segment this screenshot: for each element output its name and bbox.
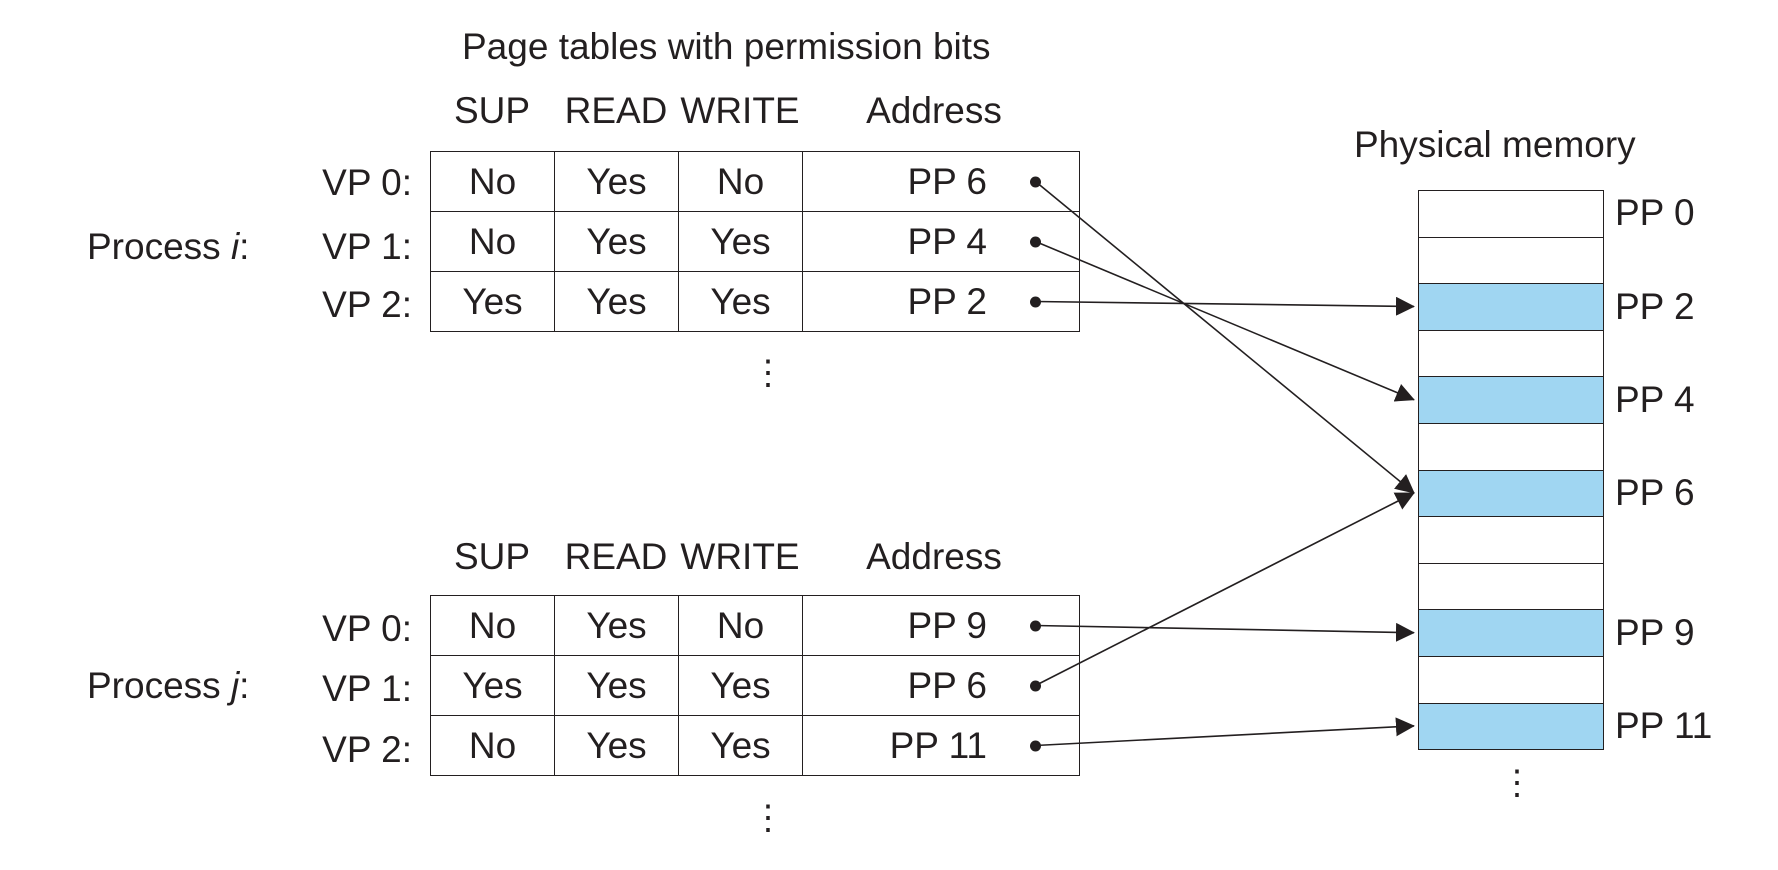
vp0-label: VP 0:: [322, 162, 412, 203]
vp2-label: VP 2:: [322, 729, 412, 770]
column-header-sup: SUP: [453, 90, 531, 131]
sup-cell: No: [430, 151, 555, 212]
column-header-sup: SUP: [453, 536, 531, 577]
mapping-arrow: [1035, 240, 1415, 402]
memory-slot: [1419, 238, 1603, 285]
address-value: PP 2: [907, 280, 987, 322]
memory-slot-pp6: [1419, 470, 1603, 518]
table-row: No Yes Yes PP 11: [430, 715, 1080, 776]
physical-page-label: PP 11: [1615, 704, 1713, 746]
physical-page-label: PP 2: [1615, 285, 1695, 327]
mapping-arrow: [1034, 180, 1415, 494]
address-value: PP 6: [907, 664, 987, 706]
memory-slot: [1419, 331, 1603, 378]
address-value: PP 11: [889, 724, 987, 766]
address-value: PP 9: [907, 604, 987, 646]
read-cell: Yes: [554, 271, 679, 332]
memory-slot-pp4: [1419, 377, 1603, 424]
write-cell: No: [678, 151, 803, 212]
process-j-label: Process j:: [87, 665, 250, 706]
mapping-arrow: [1035, 492, 1415, 687]
mapping-arrow: [1035, 622, 1415, 642]
memory-slot-pp2: [1419, 284, 1603, 331]
memory-slot-pp9: [1419, 610, 1603, 657]
column-header-address: Address: [866, 90, 1002, 131]
vp0-label: VP 0:: [322, 608, 412, 649]
write-cell: Yes: [678, 655, 803, 716]
address-cell: PP 9: [802, 595, 1080, 656]
column-header-read: READ: [564, 90, 668, 131]
write-cell: No: [678, 595, 803, 656]
column-header-read: READ: [564, 536, 668, 577]
physical-page-label: PP 0: [1615, 192, 1695, 234]
memory-slot: [1419, 564, 1603, 611]
physical-page-label: PP 4: [1615, 378, 1695, 420]
sup-cell: Yes: [430, 271, 555, 332]
write-cell: Yes: [678, 271, 803, 332]
table-row: No Yes Yes PP 4: [430, 211, 1080, 272]
vp1-label: VP 1:: [322, 226, 412, 267]
column-header-address: Address: [866, 536, 1002, 577]
physical-page-label: PP 9: [1615, 611, 1695, 653]
memory-slot: [1419, 424, 1603, 471]
vp2-label: VP 2:: [322, 284, 412, 325]
memory-slot: [1419, 517, 1603, 564]
page-table-process-j: No Yes No PP 9 Yes Yes Yes PP 6 No Yes Y…: [430, 595, 1080, 776]
physical-memory-column: [1418, 190, 1604, 751]
process-i-label: Process i:: [87, 226, 250, 267]
physical-page-label: PP 6: [1615, 471, 1695, 513]
address-cell: PP 6: [802, 655, 1080, 716]
memory-slot-pp0: [1419, 191, 1603, 238]
write-cell: Yes: [678, 211, 803, 272]
sup-cell: No: [430, 715, 555, 776]
write-cell: Yes: [678, 715, 803, 776]
read-cell: Yes: [554, 595, 679, 656]
mapping-arrow: [1035, 296, 1415, 316]
vp1-label: VP 1:: [322, 668, 412, 709]
mapping-arrow: [1035, 717, 1415, 747]
address-cell: PP 11: [802, 715, 1080, 776]
column-header-write: WRITE: [680, 536, 800, 577]
page-tables-title: Page tables with permission bits: [462, 26, 991, 67]
table-row: No Yes No PP 9: [430, 595, 1080, 656]
address-value: PP 6: [907, 160, 987, 202]
address-value: PP 4: [907, 220, 987, 262]
read-cell: Yes: [554, 211, 679, 272]
memory-slot-pp11: [1419, 703, 1603, 751]
physical-memory-title: Physical memory: [1354, 124, 1636, 165]
read-cell: Yes: [554, 655, 679, 716]
address-cell: PP 4: [802, 211, 1080, 272]
memory-slot: [1419, 657, 1603, 704]
read-cell: Yes: [554, 715, 679, 776]
column-header-write: WRITE: [680, 90, 800, 131]
